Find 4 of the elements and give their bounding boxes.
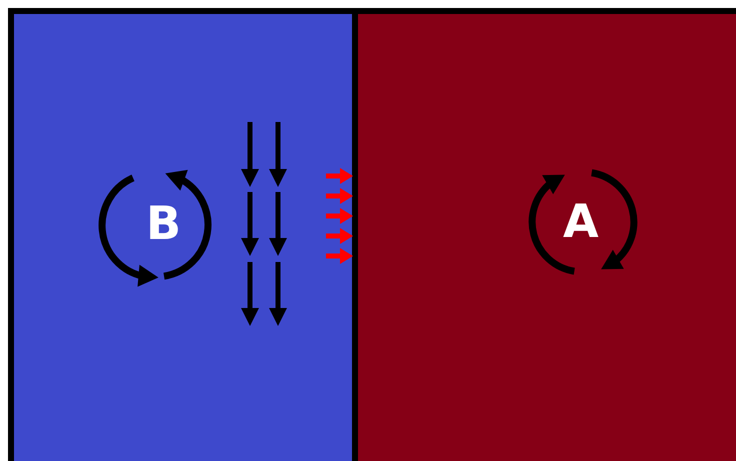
region-panel	[8, 8, 358, 461]
region-label: A	[563, 198, 599, 244]
region-label: B	[146, 200, 182, 246]
region-panel	[358, 8, 736, 461]
